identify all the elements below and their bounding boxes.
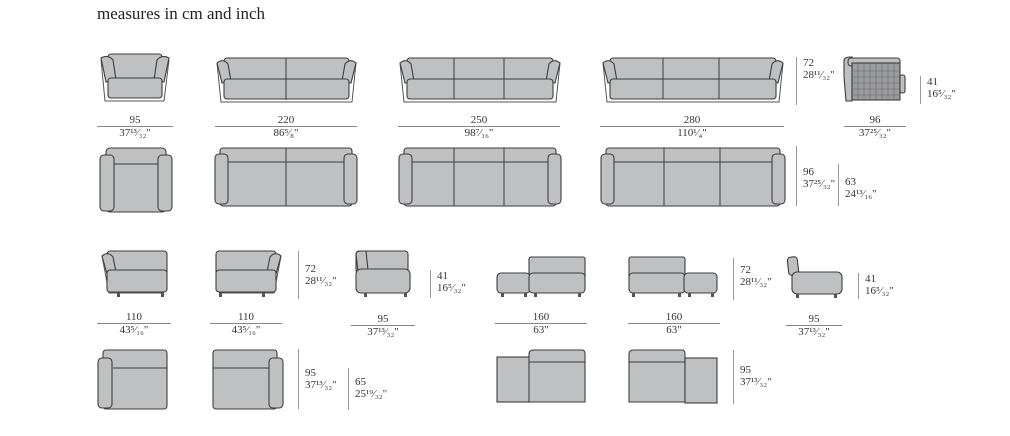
depth-dim-row4-b: 95 37¹³⁄₃₂" (733, 350, 772, 404)
side-view-drawing (843, 56, 906, 102)
width-dim-armless: 95 37¹³⁄₃₂" (786, 313, 842, 338)
width-dim-sofa-280: 280 110¹⁄₄" (600, 114, 784, 139)
armchair-front-drawing (100, 53, 170, 102)
width-dim-sofa-220: 220 86⁵⁄₈" (215, 114, 357, 139)
seat-height-dim-row3-b: 41 16⁵⁄₃₂" (858, 273, 894, 299)
right-arm-module-front-drawing (215, 250, 282, 297)
seat-depth-dim-row2: 63 24¹³⁄₁₆" (838, 164, 877, 206)
depth-dim-row4-a: 95 37¹³⁄₃₂" (298, 349, 337, 409)
left-arm-module-top-drawing (97, 349, 168, 410)
height-dim-row3-a: 72 28¹¹⁄₃₂" (298, 251, 337, 299)
armless-module-front-drawing (786, 256, 843, 298)
chaise-right-module-top-drawing (628, 349, 718, 404)
page-title: measures in cm and inch (97, 4, 266, 23)
chaise-left-module-top-drawing (496, 349, 586, 403)
left-arm-module-front-drawing (101, 250, 168, 297)
sofa-3-seat-250-front-drawing (399, 57, 561, 103)
width-dim-corner: 95 37¹³⁄₃₂" (351, 313, 415, 338)
armchair-top-drawing (99, 147, 173, 213)
sofa-2-seat-front-drawing (216, 57, 357, 103)
sofa-2-seat-top-drawing (214, 147, 358, 207)
right-arm-module-top-drawing (212, 349, 284, 410)
width-dim-right-arm: 110 43⁵⁄₁₆" (210, 311, 282, 336)
seat-height-dim-row3-a: 41 16⁵⁄₃₂" (430, 270, 466, 298)
sofa-3-seat-280-top-drawing (600, 147, 786, 207)
seat-depth-dim-row4-a: 65 25¹⁹⁄₃₂" (348, 368, 387, 410)
width-dim-armchair: 95 37¹³⁄₃₂" (97, 114, 173, 139)
depth-dim-row2: 96 37²⁵⁄₃₂" (796, 146, 835, 206)
seat-height-dim-row1: 41 16⁵⁄₃₂" (920, 76, 956, 104)
height-dim-row3-b: 72 28¹¹⁄₃₂" (733, 258, 772, 300)
width-dim-left-arm: 110 43⁵⁄₁₆" (97, 311, 171, 336)
sofa-3-seat-280-front-drawing (602, 57, 784, 103)
depth-dim-side-view: 96 37²⁵⁄₃₂" (844, 114, 906, 139)
width-dim-sofa-250: 250 98⁷⁄₁₆" (398, 114, 560, 139)
corner-module-front-drawing (355, 250, 411, 297)
height-dim-row1: 72 28¹¹⁄₃₂" (796, 57, 835, 105)
width-dim-chaise-left: 160 63" (495, 311, 587, 336)
chaise-left-module-front-drawing (496, 256, 586, 297)
sofa-3-seat-250-top-drawing (398, 147, 562, 207)
chaise-right-module-front-drawing (628, 256, 718, 297)
width-dim-chaise-right: 160 63" (628, 311, 720, 336)
